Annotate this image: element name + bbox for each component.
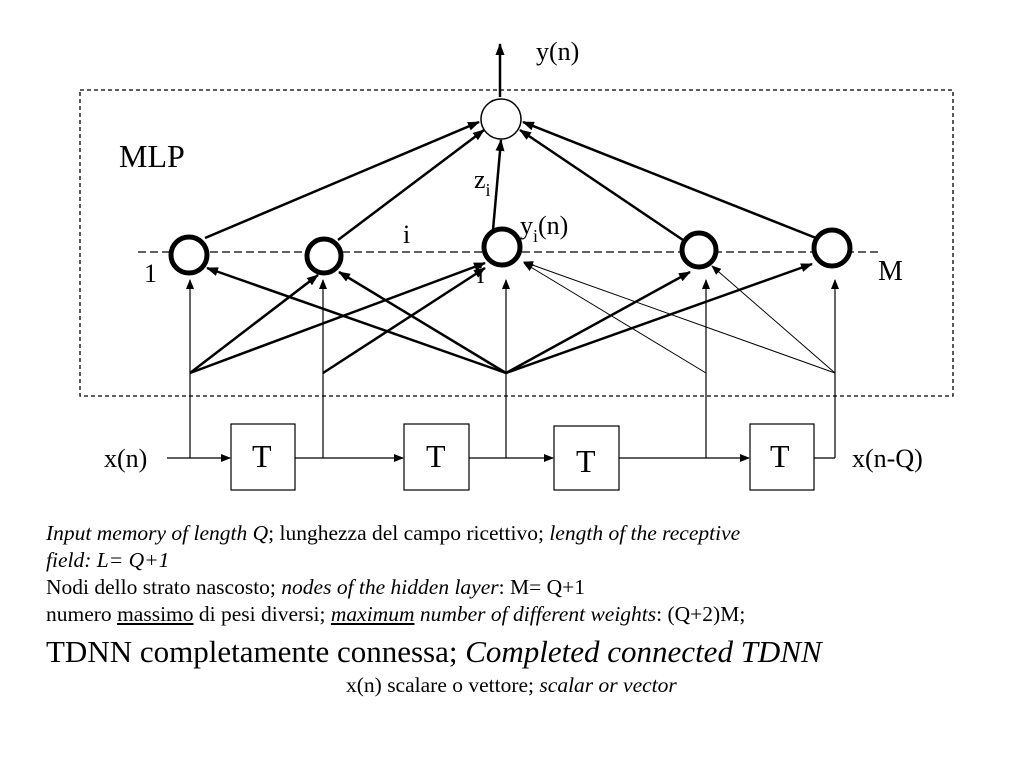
output-node: [480, 98, 522, 140]
delay-block-3: [553, 425, 620, 491]
z-label: zi: [474, 165, 491, 200]
caption-line-4: numero massimo di pesi diversi; maximum …: [46, 602, 746, 626]
input-to-hidden-links: [189, 261, 813, 375]
caption-line-3: Nodi dello strato nascosto; nodes of the…: [46, 575, 585, 599]
caption-line-2: field: L= Q+1: [46, 548, 170, 572]
hidden-node-i: [481, 226, 523, 268]
tdnn-diagram: y(n) MLP zi yi(n) i i 1 M T T T T x(n) x…: [79, 37, 954, 491]
hidden-node-4: [679, 230, 719, 270]
input-label: x(n): [104, 444, 147, 473]
index-i-left: i: [477, 260, 484, 289]
yi-label: yi(n): [520, 211, 568, 246]
hidden-nodes: [168, 226, 853, 276]
hidden-node-m: [811, 227, 853, 269]
index-i-top: i: [403, 220, 410, 249]
last-node-label: M: [878, 256, 903, 287]
mlp-label: MLP: [119, 138, 185, 174]
delay-block-1: [230, 423, 296, 491]
hidden-node-1: [168, 234, 210, 276]
delay-label-1: T: [252, 438, 272, 474]
delay-label-2: T: [426, 438, 446, 474]
hidden-to-output-links: [204, 120, 817, 242]
delay-block-2: [403, 423, 470, 491]
delay-label-4: T: [770, 438, 790, 474]
caption-title: TDNN completamente connessa; Completed c…: [46, 634, 822, 669]
delay-blocks: [230, 423, 815, 491]
delay-label-3: T: [576, 443, 596, 479]
caption-line-1: Input memory of length Q; lunghezza del …: [46, 521, 741, 545]
hidden-node-2: [304, 236, 344, 276]
thin-links: [523, 261, 836, 374]
delay-block-4: [749, 423, 815, 491]
caption: Input memory of length Q; lunghezza del …: [46, 520, 1006, 699]
last-input-label: x(n-Q): [852, 444, 923, 473]
output-label: y(n): [536, 37, 579, 66]
caption-line-6: x(n) scalare o vettore; scalar or vector: [346, 673, 677, 697]
mlp-box: [79, 89, 954, 397]
first-node-label: 1: [144, 259, 157, 288]
